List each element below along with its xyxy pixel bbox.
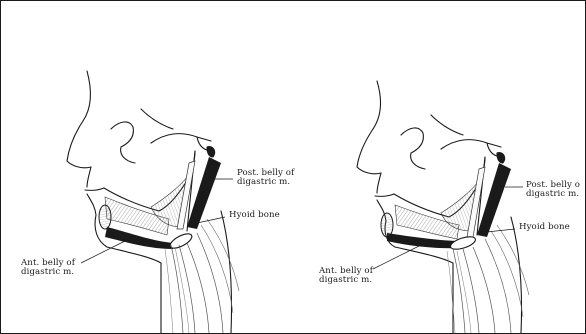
right-label-hyoid: Hyoid bone bbox=[519, 223, 570, 232]
left-muscles bbox=[99, 157, 239, 333]
right-label-post-belly-line2: digastric m. bbox=[526, 190, 580, 199]
left-label-hyoid: Hyoid bone bbox=[229, 211, 280, 220]
left-label-ant-belly-line2: digastric m. bbox=[21, 268, 75, 277]
right-label-ant-belly-line2: digastric m. bbox=[319, 276, 373, 285]
right-label-ant-belly: Ant. belly of digastric m. bbox=[319, 267, 373, 285]
left-label-post-belly: Post. belly of digastric m. bbox=[237, 169, 294, 187]
right-label-post-belly: Post. belly o digastric m. bbox=[526, 181, 580, 199]
left-head-drawing bbox=[67, 71, 232, 333]
left-label-hyoid-text: Hyoid bone bbox=[229, 211, 280, 220]
left-label-post-belly-line2: digastric m. bbox=[237, 178, 294, 187]
right-label-hyoid-text: Hyoid bone bbox=[519, 223, 570, 232]
right-muscles bbox=[381, 163, 529, 333]
left-label-ant-belly: Ant. belly of digastric m. bbox=[21, 259, 75, 277]
